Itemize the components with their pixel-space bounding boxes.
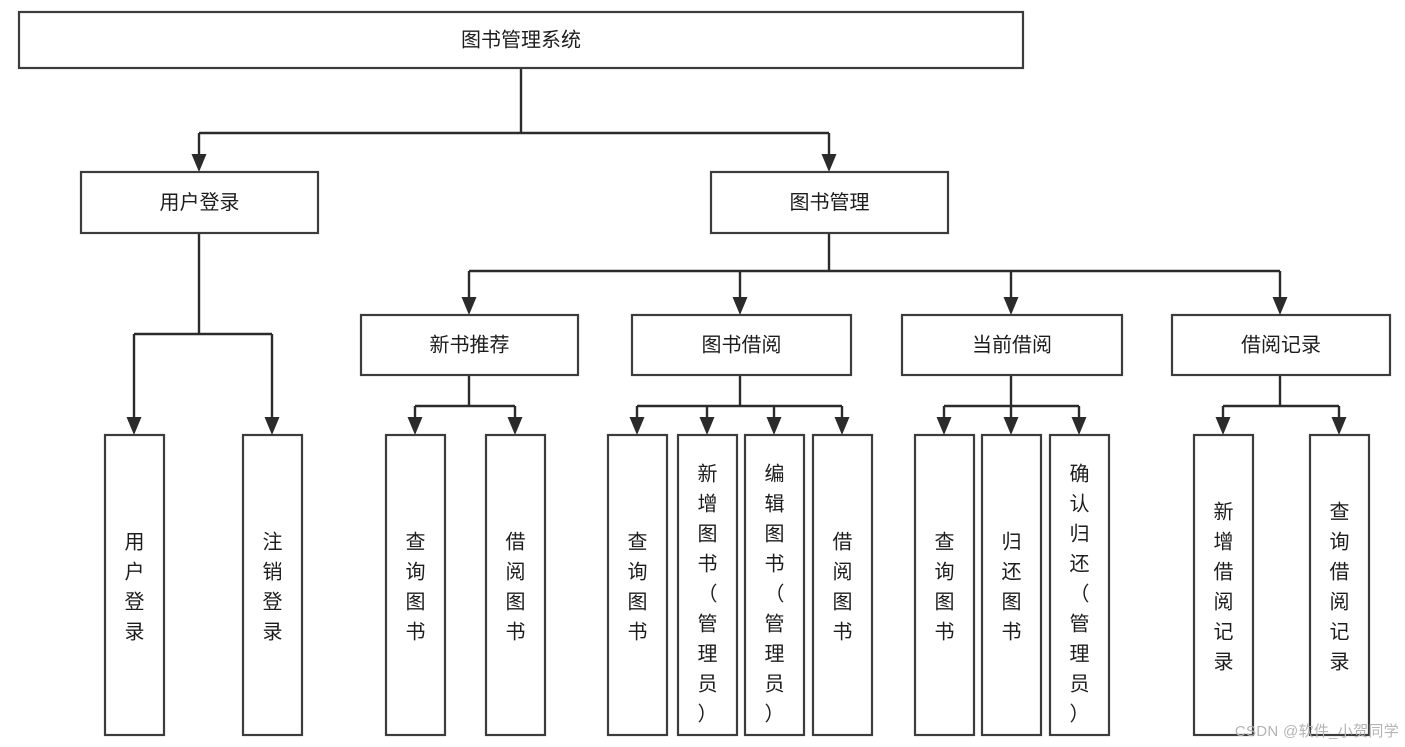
arrow-head-icon: [1003, 297, 1019, 315]
node-label-leaf-user-logout: 注销登录: [263, 530, 283, 643]
arrow-head-icon: [732, 297, 748, 315]
node-label-leaf-user-login: 用户登录: [125, 531, 145, 643]
node-label-leaf-query-book-1: 查询图书: [406, 530, 426, 643]
node-label-leaf-confirm-return: 确认归还（管理员）: [1070, 462, 1090, 725]
arrow-head-icon: [766, 417, 782, 435]
connector-group-recommend-split: [407, 375, 523, 435]
node-new-book-recommend[interactable]: 新书推荐: [359, 313, 580, 377]
node-box-user-login[interactable]: [79, 170, 320, 235]
node-label-current-borrow: 当前借阅: [972, 333, 1052, 356]
node-leaf-query-book-1[interactable]: 查询图书: [384, 433, 447, 737]
node-box-current-borrow[interactable]: [900, 313, 1124, 377]
node-box-borrow-record[interactable]: [1170, 313, 1392, 377]
arrow-head-icon: [1215, 417, 1231, 435]
node-root[interactable]: 图书管理系统: [17, 10, 1025, 70]
node-box-book-borrow[interactable]: [630, 313, 853, 377]
node-box-root[interactable]: [17, 10, 1025, 70]
node-leaf-edit-book[interactable]: 编辑图书（管理员）: [743, 433, 806, 737]
arrow-head-icon: [1272, 297, 1288, 315]
node-label-book-manage: 图书管理: [790, 191, 870, 214]
arrow-head-icon: [191, 154, 207, 172]
node-leaf-confirm-return[interactable]: 确认归还（管理员）: [1048, 433, 1111, 737]
node-label-book-borrow: 图书借阅: [702, 333, 782, 356]
node-box-leaf-query-record[interactable]: [1308, 433, 1371, 737]
node-layer: 图书管理系统用户登录图书管理新书推荐图书借阅当前借阅借阅记录用户登录注销登录查询…: [17, 10, 1392, 737]
node-label-root: 图书管理系统: [461, 28, 581, 51]
node-leaf-query-book-2[interactable]: 查询图书: [606, 433, 669, 737]
connector-group-manage-split: [461, 233, 1288, 315]
node-label-leaf-edit-book: 编辑图书（管理员）: [765, 462, 785, 725]
arrow-head-icon: [507, 417, 523, 435]
node-label-leaf-query-record: 查询借阅记录: [1330, 500, 1350, 673]
node-box-book-manage[interactable]: [709, 170, 950, 235]
node-box-leaf-borrow-book-2[interactable]: [811, 433, 874, 737]
node-box-leaf-add-book[interactable]: [676, 433, 739, 737]
node-borrow-record[interactable]: 借阅记录: [1170, 313, 1392, 377]
connector-layer: [126, 68, 1347, 435]
node-label-user-login: 用户登录: [160, 191, 240, 214]
connector-group-login-split: [126, 233, 280, 435]
node-box-leaf-query-book-2[interactable]: [606, 433, 669, 737]
node-label-leaf-query-book-2: 查询图书: [628, 530, 648, 643]
node-leaf-add-record[interactable]: 新增借阅记录: [1192, 433, 1255, 737]
node-user-login[interactable]: 用户登录: [79, 170, 320, 235]
node-label-new-book-recommend: 新书推荐: [430, 333, 510, 356]
node-leaf-add-book[interactable]: 新增图书（管理员）: [676, 433, 739, 737]
node-leaf-query-record[interactable]: 查询借阅记录: [1308, 433, 1371, 737]
node-label-borrow-record: 借阅记录: [1241, 333, 1321, 356]
node-leaf-user-login[interactable]: 用户登录: [103, 433, 166, 737]
node-book-borrow[interactable]: 图书借阅: [630, 313, 853, 377]
arrow-head-icon: [834, 417, 850, 435]
node-leaf-return-book[interactable]: 归还图书: [980, 433, 1043, 737]
node-box-leaf-user-logout[interactable]: [241, 433, 304, 737]
arrow-head-icon: [126, 417, 142, 435]
node-box-leaf-return-book[interactable]: [980, 433, 1043, 737]
arrow-head-icon: [1331, 417, 1347, 435]
arrow-head-icon: [461, 297, 477, 315]
node-label-leaf-query-book-3: 查询图书: [935, 530, 955, 643]
arrow-head-icon: [1003, 417, 1019, 435]
connector-group-root-split: [191, 68, 837, 172]
node-box-leaf-confirm-return[interactable]: [1048, 433, 1111, 737]
node-box-leaf-borrow-book-1[interactable]: [484, 433, 547, 737]
node-leaf-query-book-3[interactable]: 查询图书: [913, 433, 976, 737]
node-box-leaf-add-record[interactable]: [1192, 433, 1255, 737]
node-leaf-user-logout[interactable]: 注销登录: [241, 433, 304, 737]
arrow-head-icon: [264, 417, 280, 435]
arrow-head-icon: [1071, 417, 1087, 435]
arrow-head-icon: [407, 417, 423, 435]
arrow-head-icon: [699, 417, 715, 435]
node-label-leaf-return-book: 归还图书: [1002, 530, 1022, 643]
node-label-leaf-add-record: 新增借阅记录: [1214, 500, 1234, 673]
arrow-head-icon: [936, 417, 952, 435]
node-label-leaf-borrow-book-2: 借阅图书: [833, 530, 853, 643]
node-leaf-borrow-book-1[interactable]: 借阅图书: [484, 433, 547, 737]
node-label-leaf-add-book: 新增图书（管理员）: [698, 462, 718, 725]
node-current-borrow[interactable]: 当前借阅: [900, 313, 1124, 377]
node-box-leaf-edit-book[interactable]: [743, 433, 806, 737]
node-box-new-book-recommend[interactable]: [359, 313, 580, 377]
node-leaf-borrow-book-2[interactable]: 借阅图书: [811, 433, 874, 737]
connector-group-current-split: [936, 375, 1087, 435]
node-box-leaf-query-book-1[interactable]: [384, 433, 447, 737]
node-box-leaf-user-login[interactable]: [103, 433, 166, 737]
node-box-leaf-query-book-3[interactable]: [913, 433, 976, 737]
connector-group-record-split: [1215, 375, 1347, 435]
node-book-manage[interactable]: 图书管理: [709, 170, 950, 235]
arrow-head-icon: [821, 154, 837, 172]
arrow-head-icon: [629, 417, 645, 435]
connector-group-borrow-split: [629, 375, 850, 435]
node-label-leaf-borrow-book-1: 借阅图书: [506, 530, 526, 643]
